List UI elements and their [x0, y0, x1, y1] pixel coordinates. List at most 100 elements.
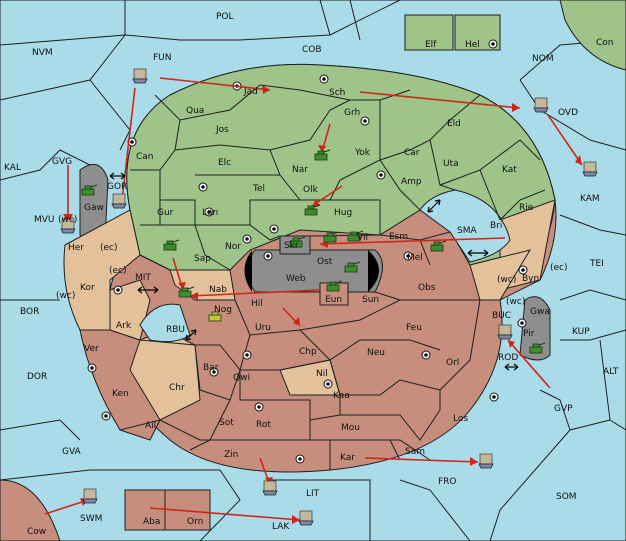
label-mvu: MVU	[34, 215, 55, 225]
fleet-icon[interactable]	[533, 97, 549, 113]
label-nil: Nil	[316, 369, 328, 379]
army-icon[interactable]	[430, 240, 447, 252]
label-sam: Sam	[405, 447, 425, 457]
label-rie: Rie	[519, 203, 534, 213]
province-web-cap-left	[244, 250, 252, 292]
label-her: Her	[68, 243, 84, 253]
label-hug: Hug	[334, 208, 352, 218]
army-icon[interactable]	[326, 280, 343, 292]
label-nar: Nar	[292, 165, 308, 175]
sea-rbu[interactable]	[139, 303, 191, 343]
label-con: Con	[596, 38, 614, 48]
label-som: SOM	[556, 492, 577, 502]
label-ec2: (ec)	[109, 266, 127, 276]
label-qwi: Qwi	[233, 373, 250, 383]
label-sot: Sot	[219, 418, 234, 428]
label-kor: Kor	[80, 283, 95, 293]
label-aba: Aba	[143, 517, 160, 527]
label-uta: Uta	[443, 159, 459, 169]
label-sch: Sch	[329, 88, 345, 98]
label-pol: POL	[216, 12, 234, 22]
label-nab: Nab	[209, 285, 227, 295]
province-her[interactable]	[63, 209, 141, 331]
army-icon[interactable]	[344, 261, 361, 273]
army-icon[interactable]	[529, 342, 546, 354]
label-eun: Eun	[325, 295, 342, 305]
province-web-cap-right	[368, 250, 379, 292]
label-jad: Jad	[243, 87, 258, 97]
label-nom: NOM	[532, 54, 554, 64]
fleet-icon[interactable]	[478, 453, 494, 469]
label-elc: Elc	[218, 158, 231, 168]
province-chr[interactable]	[129, 339, 201, 421]
fleets	[60, 68, 598, 526]
fleet-icon[interactable]	[262, 480, 278, 496]
label-fro: FRO	[438, 477, 457, 487]
fleet-icon[interactable]	[298, 510, 314, 526]
label-ver: Ver	[84, 344, 99, 354]
army-icon[interactable]	[323, 231, 340, 243]
fleet-icon[interactable]	[132, 68, 148, 84]
label-feu: Feu	[406, 323, 422, 333]
province-byn[interactable]	[469, 249, 532, 301]
label-bri: Bri	[490, 221, 502, 231]
label-qua: Qua	[186, 106, 204, 116]
label-bar: Bar	[203, 363, 219, 373]
label-chr: Chr	[169, 383, 185, 393]
label-dor: DOR	[27, 372, 47, 382]
label-eld: Eld	[447, 119, 461, 129]
label-gor: GOR	[107, 182, 127, 192]
fleet-icon[interactable]	[111, 193, 127, 209]
province-elf[interactable]	[404, 14, 454, 51]
label-alt: ALT	[603, 367, 619, 377]
label-kal: KAL	[4, 163, 21, 173]
label-pir: Pir	[523, 329, 535, 339]
label-gva: GVA	[62, 447, 82, 457]
label-ec1: (ec)	[100, 243, 118, 253]
label-can: Can	[136, 152, 154, 162]
province-labels: POL NVM FUN COB Elf Hel Con NOM OVD KAL …	[4, 12, 619, 537]
army-icon[interactable]	[81, 184, 98, 196]
army-icon[interactable]	[178, 286, 195, 298]
label-nor: Nor	[225, 242, 241, 252]
label-kat: Kat	[502, 165, 517, 175]
army-icon[interactable]	[289, 236, 306, 248]
label-gur: Gur	[157, 208, 174, 218]
fleet-icon[interactable]	[82, 488, 98, 504]
label-vil: Vil	[357, 233, 368, 243]
army-icon[interactable]	[304, 204, 321, 216]
label-fun: FUN	[153, 53, 172, 63]
label-cob: COB	[302, 45, 322, 55]
label-mou: Mou	[341, 423, 360, 433]
label-hil: Hil	[251, 299, 263, 309]
label-obs: Obs	[418, 283, 436, 293]
label-sap: Sap	[194, 254, 211, 264]
armies	[81, 149, 546, 354]
fleet-icon[interactable]	[60, 218, 76, 234]
army-icon[interactable]	[314, 149, 331, 161]
internal-borders	[119, 84, 546, 470]
label-neu: Neu	[367, 348, 385, 358]
label-ost: Ost	[317, 257, 333, 267]
label-orl: Orl	[446, 358, 459, 368]
label-nvm: NVM	[32, 48, 53, 58]
label-car: Car	[404, 148, 420, 158]
army-icon[interactable]	[347, 230, 364, 242]
label-kaa: Kaa	[333, 391, 350, 401]
label-wc4: (wc)	[497, 275, 516, 285]
fleet-icon[interactable]	[582, 161, 598, 177]
label-tei: TEI	[589, 259, 604, 269]
label-kar: Kar	[340, 453, 355, 463]
label-byn: Byn	[522, 274, 539, 284]
adjacency-markers	[109, 172, 519, 371]
sea-sma[interactable]	[419, 189, 511, 263]
label-orn: Orn	[187, 517, 203, 527]
label-wc2: (wc)	[56, 291, 75, 301]
army-icon[interactable]	[163, 239, 180, 251]
fleet-icon[interactable]	[497, 324, 513, 340]
army-icon[interactable]	[208, 311, 222, 322]
label-yok: Yok	[354, 148, 371, 158]
